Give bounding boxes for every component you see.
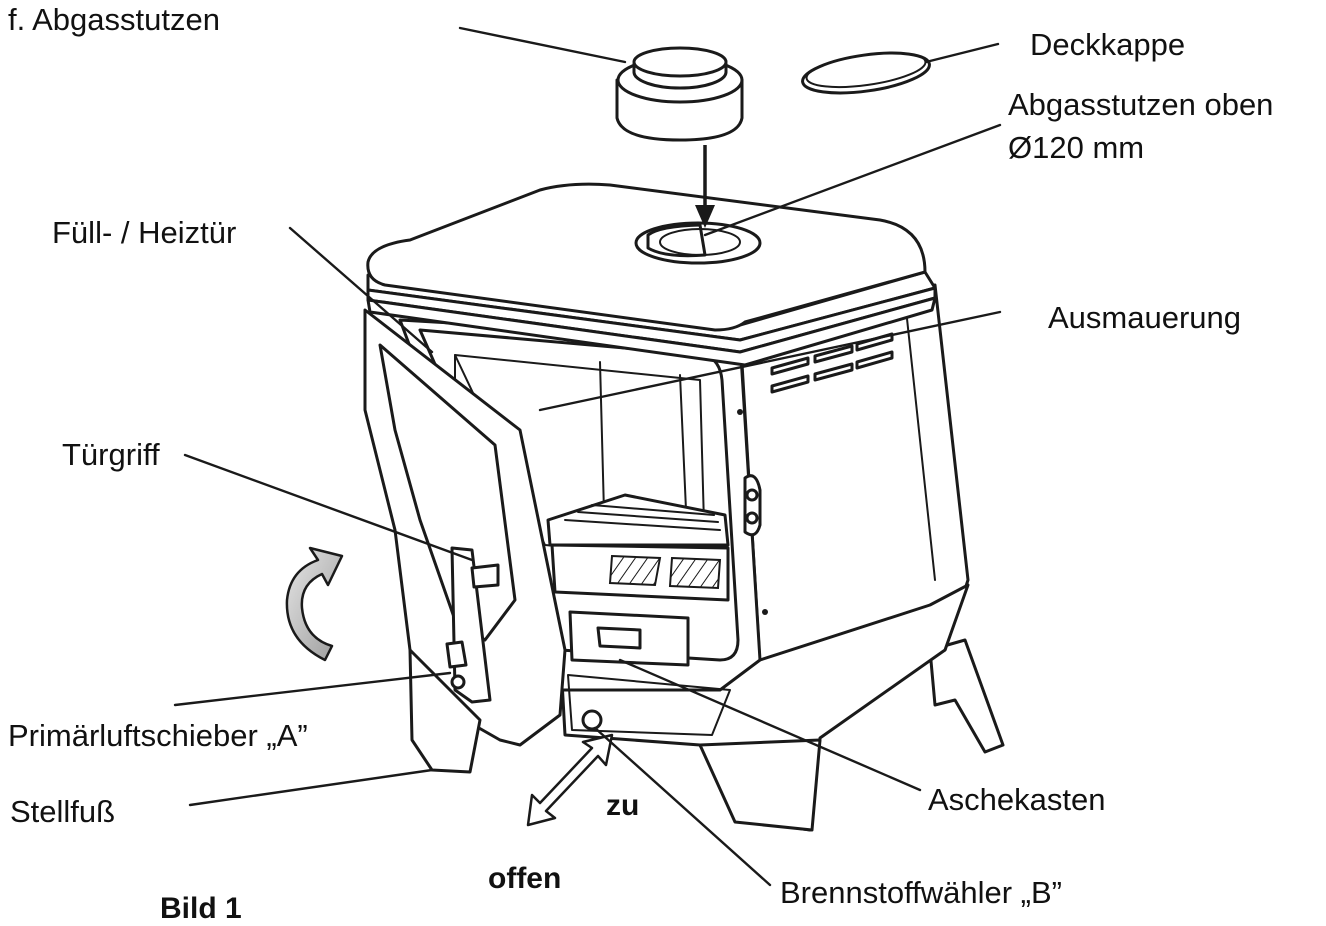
firebox-grate bbox=[546, 493, 730, 602]
side-handle bbox=[743, 474, 762, 537]
filling-door bbox=[363, 308, 567, 774]
label-filling-door: Füll- / Heiztür bbox=[52, 215, 236, 250]
label-door-handle: Türgriff bbox=[62, 437, 160, 472]
open-close-arrow bbox=[526, 733, 614, 827]
label-diameter: Ø120 mm bbox=[1008, 130, 1144, 165]
label-cover-cap: Deckkappe bbox=[1030, 27, 1185, 62]
flue-collar-part bbox=[615, 46, 744, 142]
primary-air-slider bbox=[445, 640, 468, 669]
rear-right-leg bbox=[928, 638, 1005, 754]
label-flue-collar: f. Abgasstutzen bbox=[8, 2, 220, 37]
insert-arrow bbox=[695, 145, 715, 228]
side-vents bbox=[770, 332, 894, 394]
label-ash-box: Aschekasten bbox=[928, 782, 1106, 817]
label-closed: zu bbox=[606, 789, 639, 822]
ash-box bbox=[567, 610, 731, 736]
label-open: offen bbox=[488, 862, 561, 895]
label-primary-air: Primärluftschieber „A” bbox=[8, 718, 308, 753]
stove-base bbox=[558, 583, 970, 832]
label-fuel-selector: Brennstoffwähler „B” bbox=[780, 875, 1062, 910]
leader-lines bbox=[173, 26, 1002, 887]
label-brickwork: Ausmauerung bbox=[1048, 300, 1241, 335]
front-left-leg bbox=[408, 648, 482, 774]
label-adjustable-foot: Stellfuß bbox=[10, 794, 115, 829]
stove-top bbox=[366, 182, 937, 367]
fuel-selector-knob bbox=[581, 709, 603, 731]
front-right-leg bbox=[698, 738, 822, 832]
figure-caption: Bild 1 bbox=[160, 892, 242, 925]
door-open-arrow bbox=[285, 546, 344, 662]
labels: f. Abgasstutzen Deckkappe Abgasstutzen o… bbox=[8, 2, 1273, 925]
stove-drawing bbox=[285, 46, 1005, 832]
label-flue-outlet-top: Abgasstutzen oben bbox=[1008, 87, 1273, 122]
